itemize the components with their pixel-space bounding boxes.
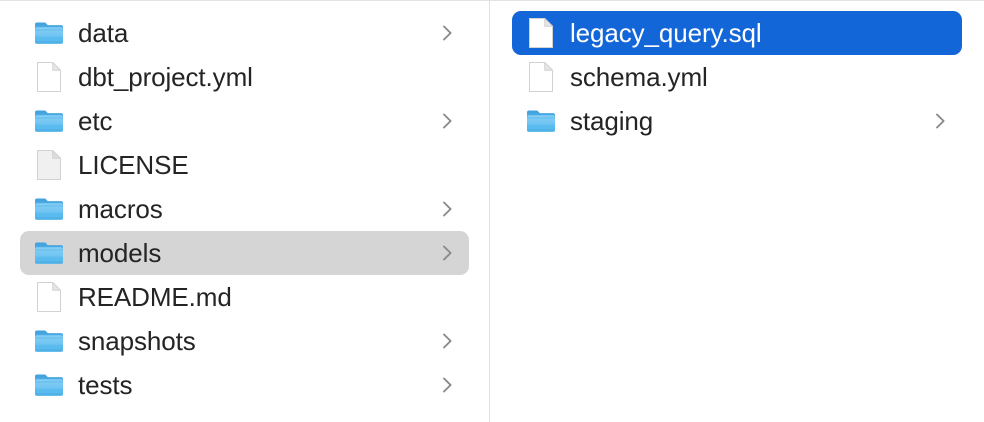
item-label: README.md	[78, 282, 232, 312]
file-row[interactable]: schema.yml	[512, 55, 962, 99]
generic-document-icon	[34, 149, 64, 181]
folder-row[interactable]: tests	[20, 363, 469, 407]
item-label: snapshots	[78, 326, 196, 356]
folder-row[interactable]: data	[20, 11, 469, 55]
item-label: models	[78, 238, 162, 268]
item-label: tests	[78, 370, 133, 400]
file-row[interactable]: README.md	[20, 275, 469, 319]
file-row[interactable]: legacy_query.sql	[512, 11, 962, 55]
item-label: macros	[78, 194, 163, 224]
disclosure-chevron-icon[interactable]	[439, 22, 455, 44]
folder-icon	[34, 237, 64, 269]
folder-row[interactable]: etc	[20, 99, 469, 143]
item-label: data	[78, 18, 129, 48]
folder-icon	[34, 17, 64, 49]
folder-icon	[34, 105, 64, 137]
document-icon	[34, 281, 64, 313]
item-label: staging	[570, 106, 654, 136]
item-label: legacy_query.sql	[570, 18, 762, 48]
folder-icon	[34, 325, 64, 357]
disclosure-chevron-icon[interactable]	[439, 374, 455, 396]
item-label: dbt_project.yml	[78, 62, 253, 92]
folder-row[interactable]: models	[20, 231, 469, 275]
document-icon	[526, 17, 556, 49]
document-icon	[526, 61, 556, 93]
folder-icon	[526, 105, 556, 137]
item-label: schema.yml	[570, 62, 708, 92]
disclosure-chevron-icon[interactable]	[439, 330, 455, 352]
disclosure-chevron-icon[interactable]	[932, 110, 948, 132]
disclosure-chevron-icon[interactable]	[439, 110, 455, 132]
item-label: etc	[78, 106, 113, 136]
file-row[interactable]: dbt_project.yml	[20, 55, 469, 99]
child-column[interactable]: legacy_query.sql schema.yml staging	[490, 1, 984, 422]
folder-row[interactable]: snapshots	[20, 319, 469, 363]
folder-icon	[34, 369, 64, 401]
folder-icon	[34, 193, 64, 225]
disclosure-chevron-icon[interactable]	[439, 198, 455, 220]
item-label: LICENSE	[78, 150, 189, 180]
document-icon	[34, 61, 64, 93]
file-row[interactable]: LICENSE	[20, 143, 469, 187]
disclosure-chevron-icon[interactable]	[439, 242, 455, 264]
folder-row[interactable]: macros	[20, 187, 469, 231]
folder-row[interactable]: staging	[512, 99, 962, 143]
